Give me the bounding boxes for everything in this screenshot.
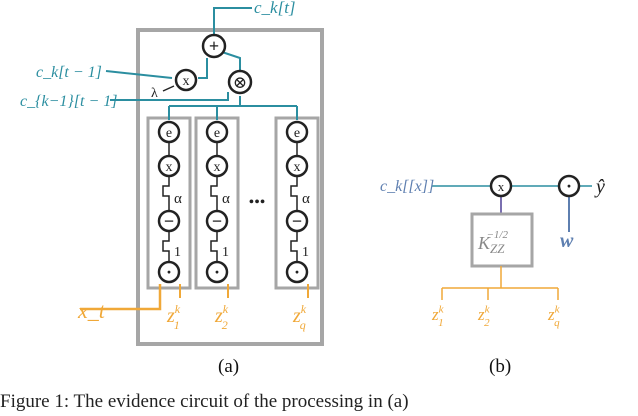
one-label: 1 — [174, 245, 181, 260]
exp-symbol: e — [214, 126, 220, 141]
minus-symbol: − — [292, 211, 302, 231]
column-3: e x α−1· — [285, 120, 310, 284]
plus-symbol: + — [209, 36, 219, 56]
panel-b-dot-node — [557, 174, 581, 198]
figure-caption-text: Figure 1: The evidence circuit of the pr… — [0, 391, 409, 412]
caption-b: (b) — [489, 356, 512, 377]
exp-symbol: e — [294, 126, 300, 141]
dot-symbol: · — [166, 262, 172, 282]
exp-node — [285, 120, 309, 144]
dot-symbol: · — [294, 262, 300, 282]
dot-node — [285, 260, 309, 284]
column-2: e x α−1· — [205, 120, 230, 284]
dot-node — [205, 260, 229, 284]
otimes-node — [227, 69, 253, 95]
times-node — [205, 154, 229, 178]
times-symbol: x — [214, 160, 221, 175]
otimes-symbol: ⊗ — [233, 73, 247, 92]
plus-node — [201, 33, 227, 59]
input-ck-minus-1-label: c_{k−1}[t − 1] — [20, 93, 118, 110]
dot-node — [157, 260, 181, 284]
panel-b-z-wires — [441, 266, 559, 300]
w-label: w — [560, 230, 574, 252]
column-1: e x α−1· — [157, 120, 182, 284]
minus-symbol: − — [212, 211, 222, 231]
z-wires — [179, 284, 309, 298]
outer-circuit-box — [136, 28, 324, 346]
minus-symbol: − — [164, 211, 174, 231]
lambda-label: λ — [151, 86, 158, 101]
panel-b-times-symbol: x — [498, 179, 505, 194]
ellipsis-dots: ••• — [249, 194, 266, 211]
kernel-label: KZZ−1/2 — [477, 229, 508, 256]
dot-symbol: · — [214, 262, 220, 282]
alpha-label: α — [302, 191, 310, 207]
times-symbol: x — [166, 160, 173, 175]
panel-b-input-label: c_k[[x]] — [380, 178, 434, 195]
panel-b-times-node — [489, 174, 513, 198]
alpha-label: α — [174, 191, 182, 207]
x-t-label: x_t — [77, 298, 106, 323]
panel-b-dot-symbol: · — [566, 176, 572, 196]
column-wires — [290, 142, 298, 262]
times-node — [285, 154, 309, 178]
minus-node — [157, 209, 181, 233]
minus-node — [285, 209, 309, 233]
lambda-line — [162, 85, 175, 92]
input-ct-minus-1-label: c_k[t − 1] — [36, 64, 102, 81]
minus-node — [205, 209, 229, 233]
output-ct-label: c_k[t] — [254, 0, 296, 17]
teal-wires — [105, 7, 298, 120]
columns-layer: exα−1·exα−1·exα−1· — [157, 120, 310, 284]
one-label: 1 — [222, 245, 229, 260]
caption-a: (a) — [218, 356, 240, 377]
exp-node — [205, 120, 229, 144]
times-node-top — [174, 68, 198, 92]
times-symbol: x — [294, 160, 301, 175]
y-hat-label: ŷ — [594, 176, 605, 198]
one-label: 1 — [302, 245, 309, 260]
kernel-box — [470, 212, 534, 268]
exp-symbol: e — [166, 126, 172, 141]
alpha-label: α — [222, 191, 230, 207]
xt-wire — [80, 284, 162, 311]
exp-node — [157, 120, 181, 144]
column-wires — [210, 142, 218, 262]
times-symbol-top: x — [183, 74, 190, 89]
times-node — [157, 154, 181, 178]
column-wires — [162, 142, 170, 262]
